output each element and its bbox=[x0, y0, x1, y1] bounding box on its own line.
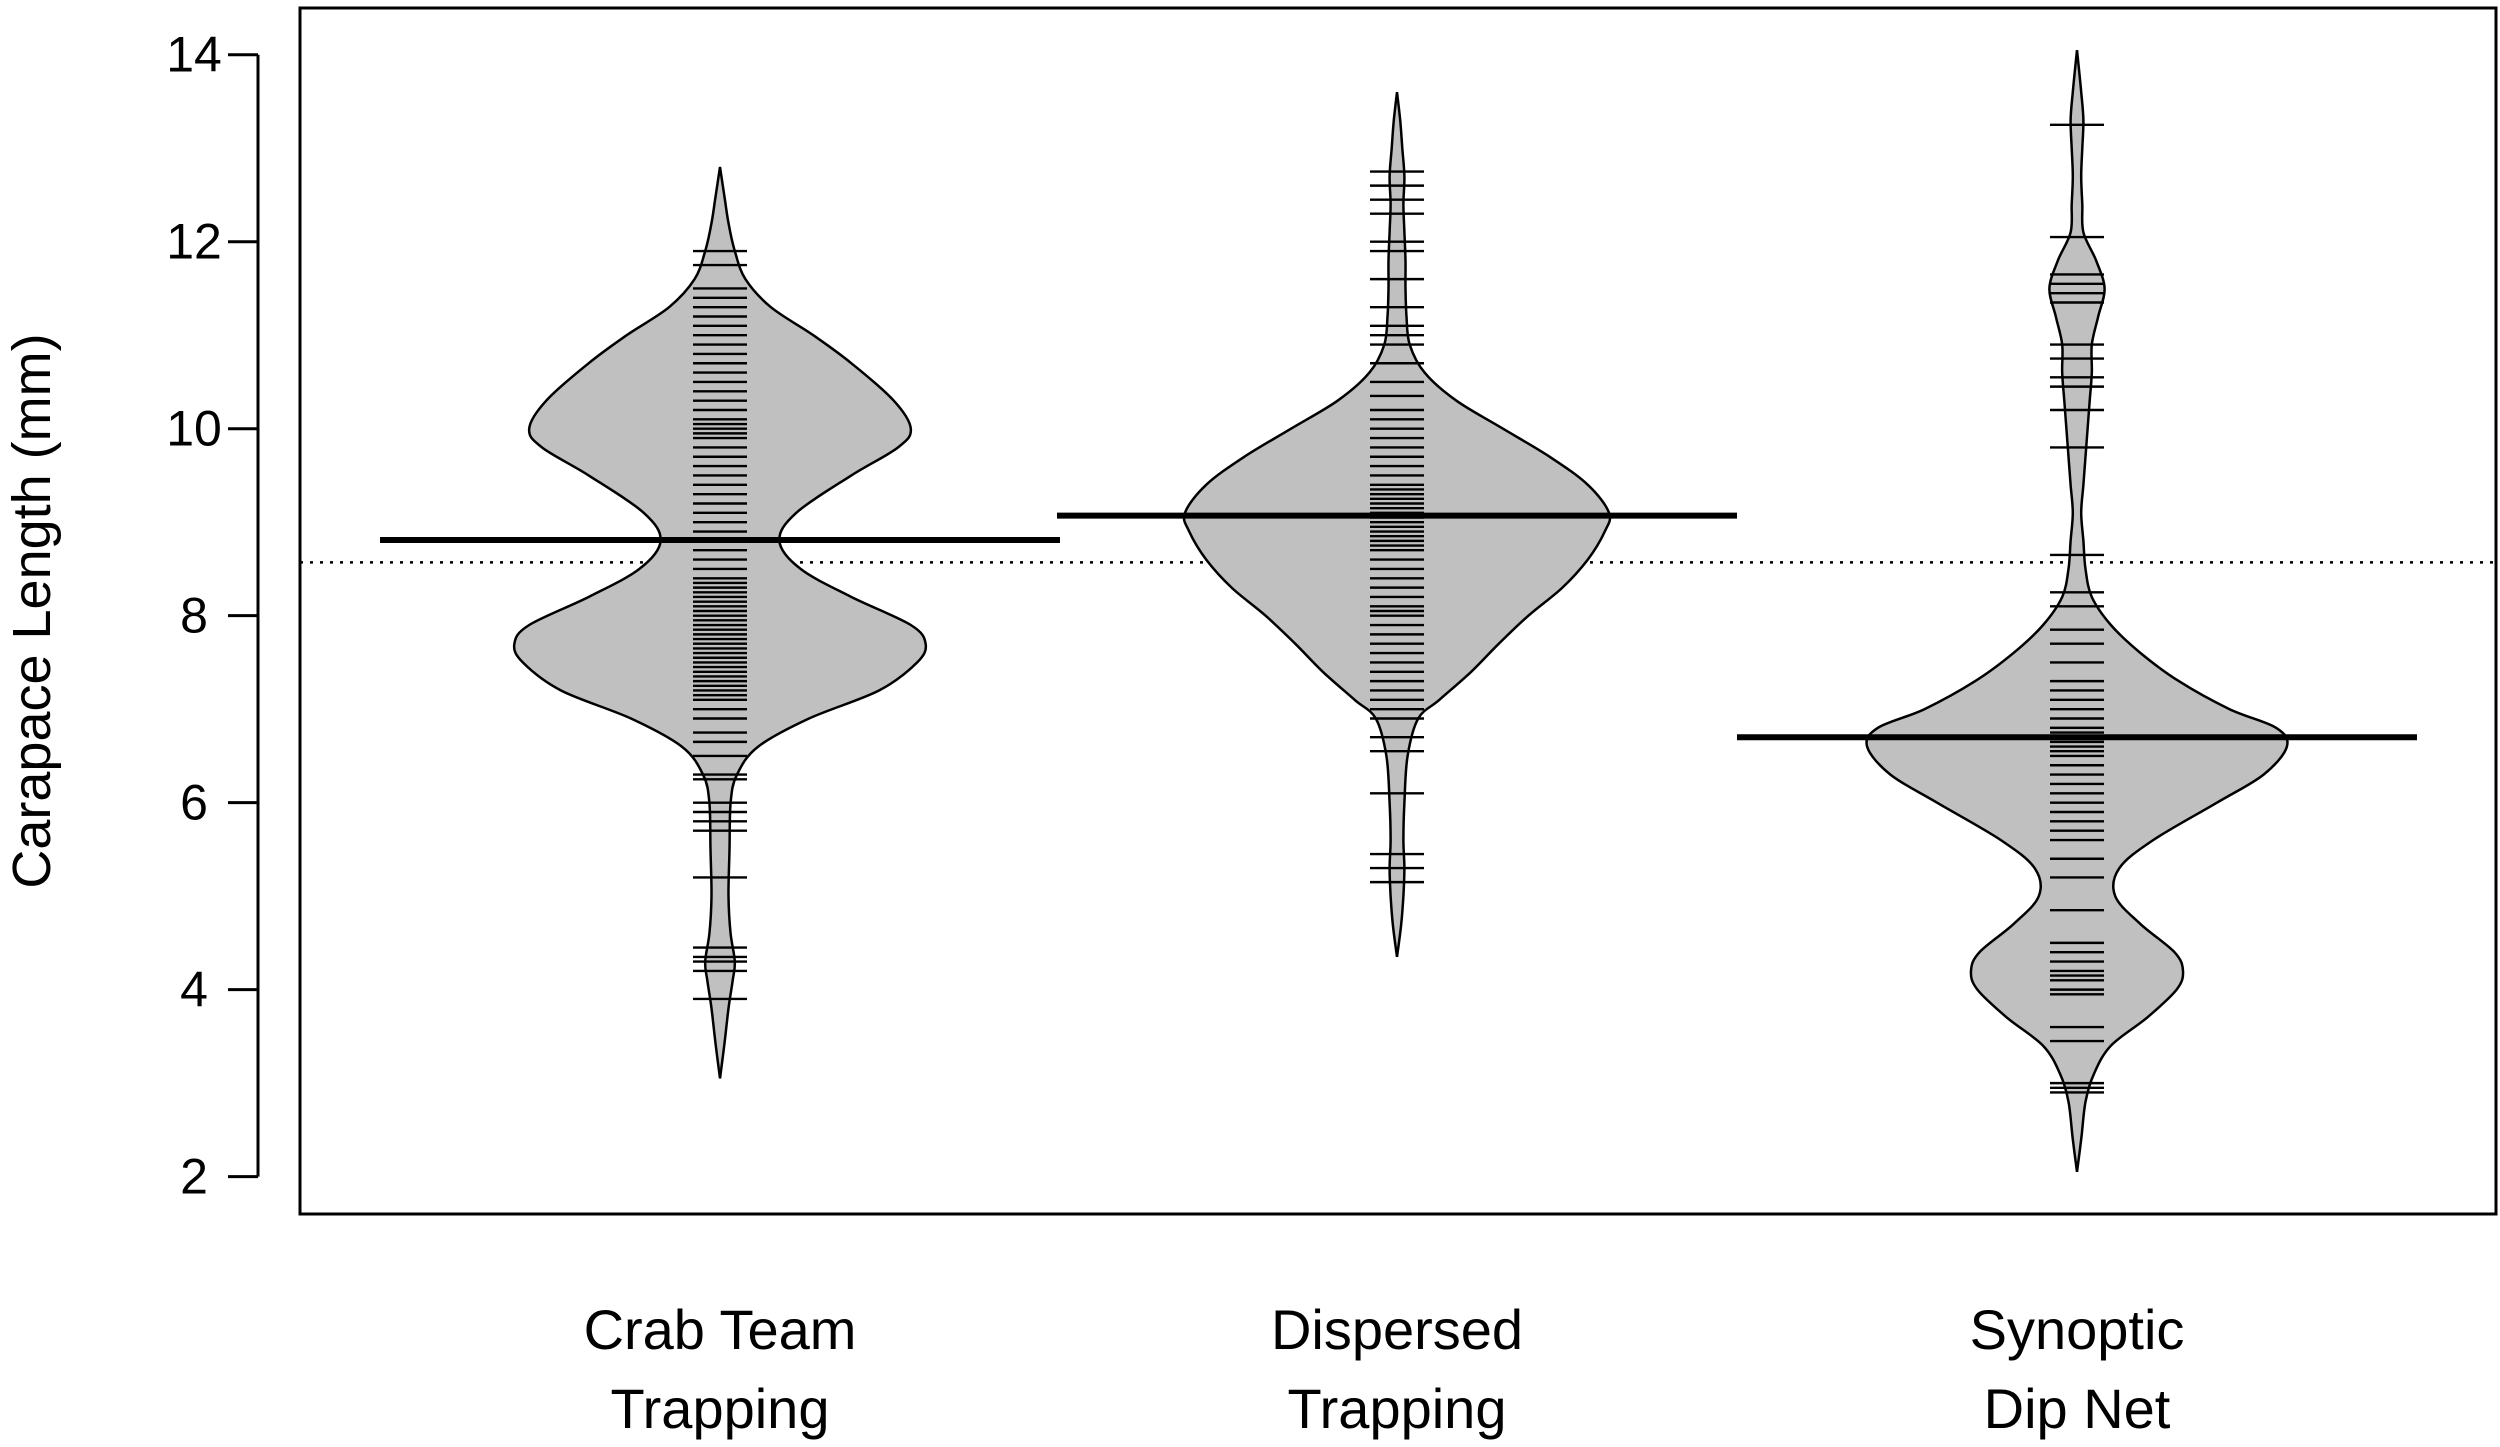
category-label-line2: Trapping bbox=[1288, 1377, 1507, 1440]
beans-layer bbox=[380, 49, 2417, 1173]
bean-shape bbox=[512, 166, 928, 1079]
y-tick-label: 8 bbox=[180, 588, 208, 644]
y-tick-label: 4 bbox=[180, 962, 208, 1018]
bean-shape bbox=[1865, 49, 2289, 1173]
category-label-line1: Synoptic bbox=[1970, 1298, 2185, 1361]
bean-shape bbox=[1182, 91, 1612, 958]
bean-group bbox=[380, 166, 1060, 1079]
y-tick-label: 6 bbox=[180, 775, 208, 831]
y-tick-label: 14 bbox=[166, 27, 222, 83]
bean-group bbox=[1737, 49, 2417, 1173]
y-axis-title: Carapace Length (mm) bbox=[2, 333, 62, 888]
category-label-line2: Trapping bbox=[611, 1377, 830, 1440]
category-label-line1: Crab Team bbox=[584, 1298, 857, 1361]
plot-frame bbox=[298, 6, 2498, 1216]
y-tick-label: 12 bbox=[166, 214, 222, 270]
y-tick-label: 10 bbox=[166, 401, 222, 457]
category-label-line1: Dispersed bbox=[1271, 1298, 1523, 1361]
bean-group bbox=[1057, 91, 1737, 958]
category-label-line2: Dip Net bbox=[1984, 1377, 2171, 1440]
y-tick-label: 2 bbox=[180, 1149, 208, 1205]
y-axis: 2 4 6 8 10 12 14 bbox=[166, 27, 260, 1205]
